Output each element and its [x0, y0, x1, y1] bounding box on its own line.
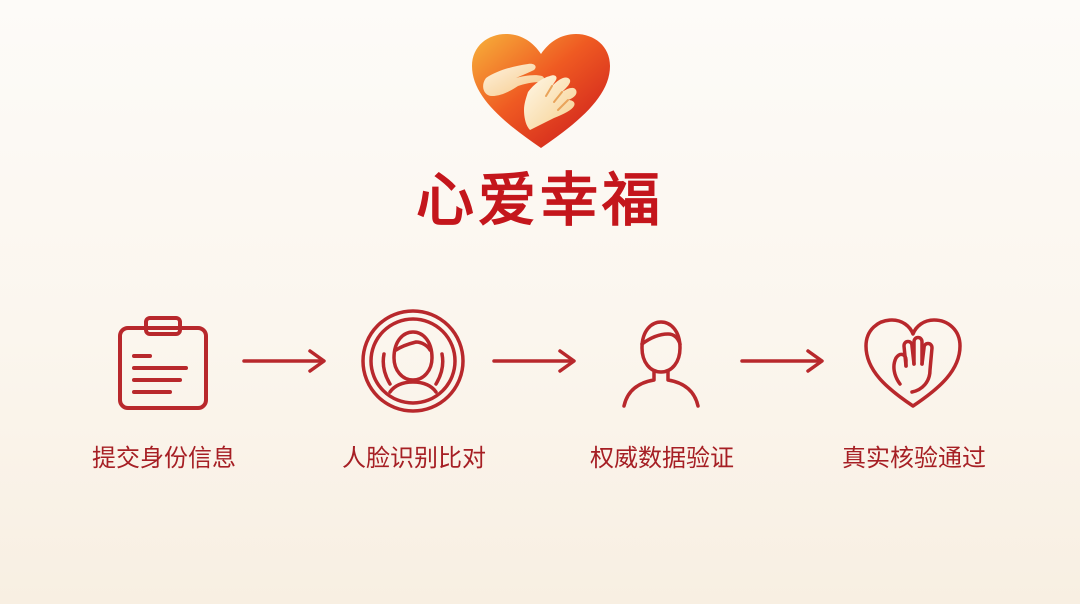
step-label: 提交身份信息	[92, 444, 236, 472]
brand-title: 心爱幸福	[415, 166, 664, 234]
arrow-right-icon	[490, 348, 580, 374]
person-icon	[606, 306, 716, 416]
arrow-right-icon	[240, 348, 330, 374]
step-label: 真实核验通过	[842, 444, 986, 472]
heart-hands-logo-icon	[472, 34, 610, 148]
step-label: 权威数据验证	[590, 444, 734, 472]
document-form-icon	[108, 306, 218, 416]
arrow-right-icon	[738, 348, 828, 374]
verification-steps: 提交身份信息 人脸识别比对 权威数	[0, 300, 1080, 500]
heart-hand-icon	[858, 306, 968, 416]
step-label: 人脸识别比对	[342, 444, 486, 472]
logo	[468, 30, 614, 152]
face-recognition-icon	[358, 306, 468, 416]
